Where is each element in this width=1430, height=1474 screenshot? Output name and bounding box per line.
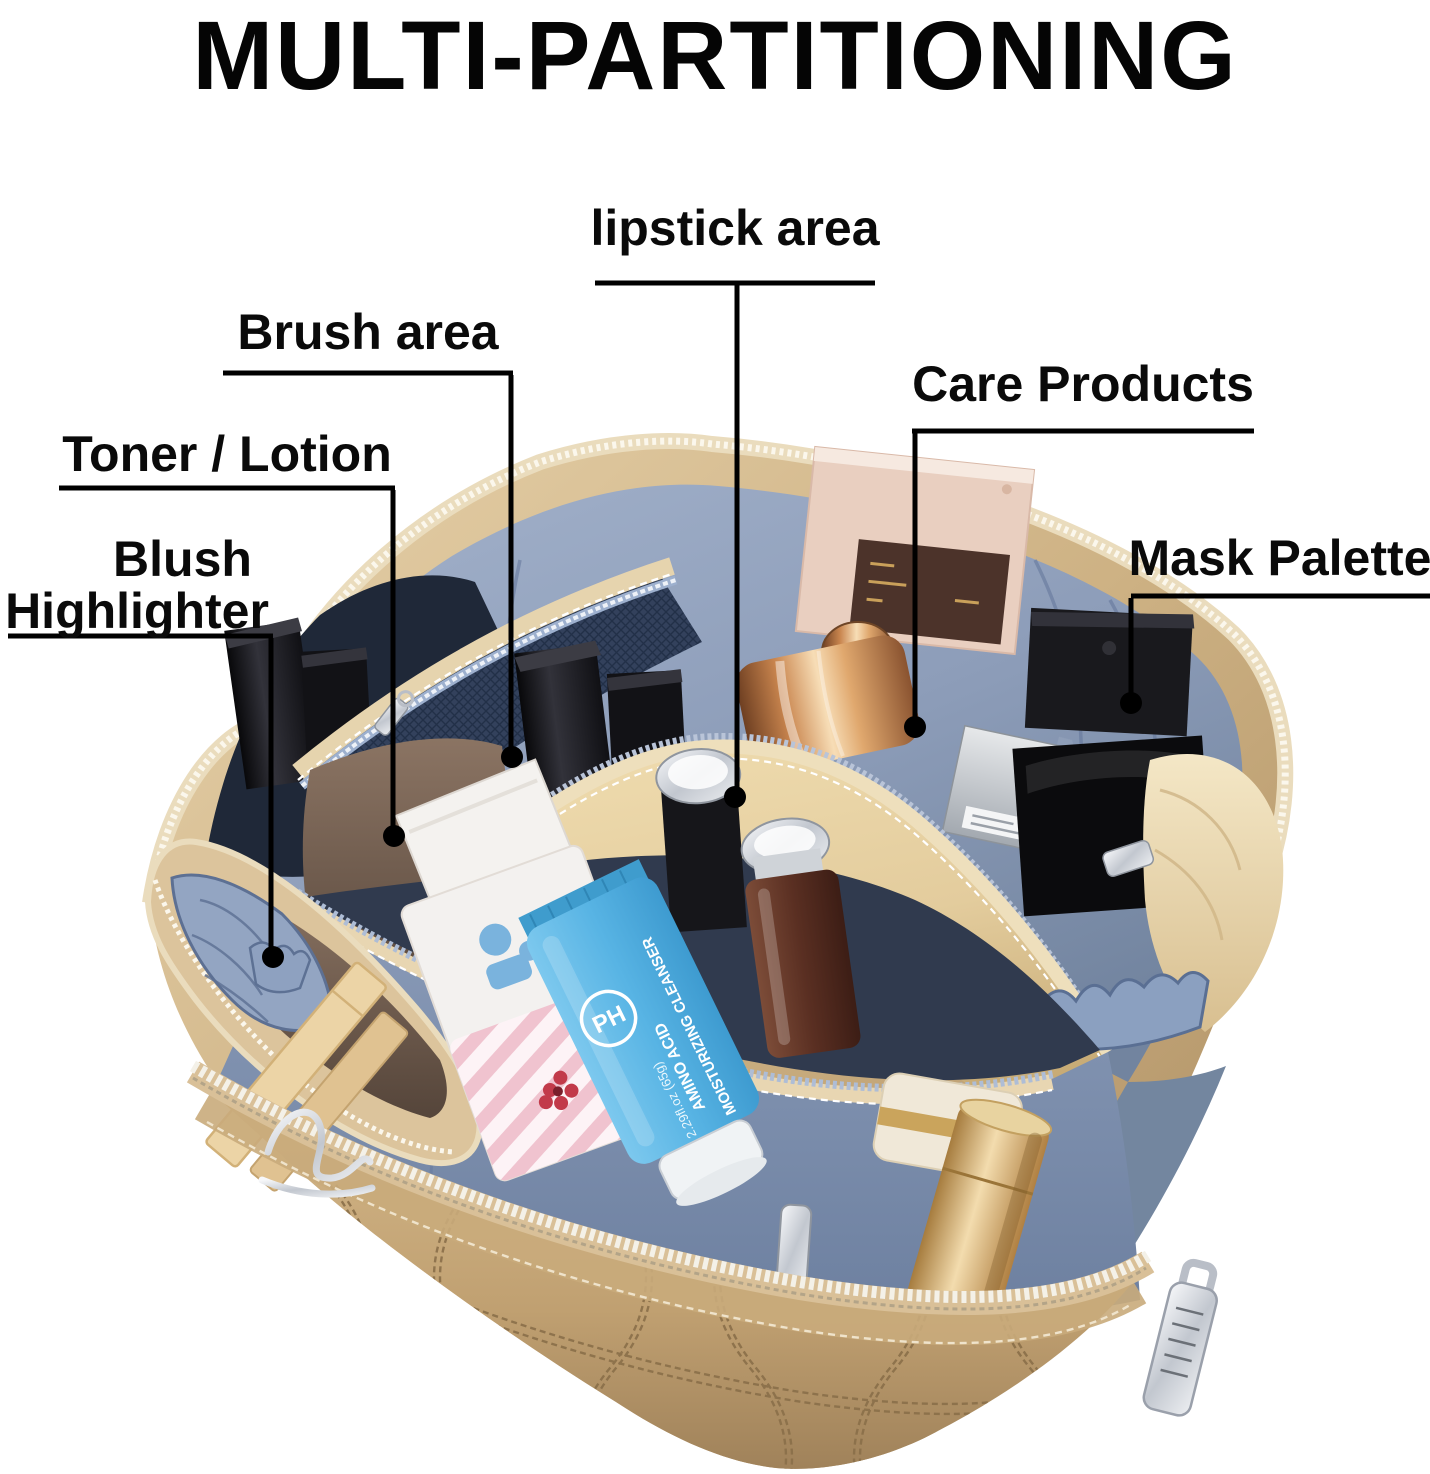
red-flower (538, 1070, 579, 1110)
right-zipper-pull (1102, 839, 1155, 877)
brush-pocket-trim (292, 557, 675, 779)
label-toner-lotion: Toner / Lotion (62, 426, 392, 482)
gold-panel-trim (447, 739, 1115, 1056)
callout-line-care (912, 428, 1254, 725)
callout-line-blush (8, 633, 274, 956)
label-mask-palette: Mask Palette (1128, 530, 1430, 586)
callout-line-lipstick (595, 280, 875, 797)
brush-pocket-stitch (297, 572, 673, 781)
flap-placket-stitch (206, 1120, 1131, 1345)
callout-line-toner (59, 485, 396, 834)
lipstick-box-middle (514, 640, 614, 803)
callout-dot-brush (501, 746, 523, 768)
blue-cleanser-tube: PH AMINO ACID MOISTURIZING CLEANSER 2.29… (518, 859, 767, 1206)
right-satin-pillow (1143, 753, 1284, 1032)
back-rim-zipper-teeth (146, 437, 1289, 904)
brand-logo-script (258, 1108, 376, 1198)
brush-pocket-zipper-teeth (300, 578, 677, 788)
label-blush: Blush (113, 531, 252, 587)
gold-panel-stitch (454, 757, 1101, 1058)
callout-dot-blush (262, 946, 284, 968)
silver-cap-bottle (655, 748, 747, 933)
main-zipper-pull (1142, 1258, 1218, 1417)
callout-dot-care (904, 716, 926, 738)
callout-line-mask (1128, 593, 1430, 701)
label-brush-area: Brush area (237, 304, 499, 360)
callout-dot-mask (1120, 692, 1142, 714)
label-lipstick-area: lipstick area (590, 200, 880, 256)
pillow-folds (1154, 788, 1242, 941)
label-highlighter: Highlighter (5, 583, 269, 639)
label-care-products: Care Products (912, 356, 1254, 412)
main-zipper-teeth (189, 1060, 1152, 1304)
brown-glass-bottle (740, 817, 861, 1058)
callout-line-brush (223, 370, 514, 756)
callout-dot-lipstick (724, 786, 746, 808)
callout-dot-toner (383, 825, 405, 847)
page-title: MULTI-PARTITIONING (192, 1, 1238, 110)
flap-placket-band (194, 1084, 1147, 1346)
